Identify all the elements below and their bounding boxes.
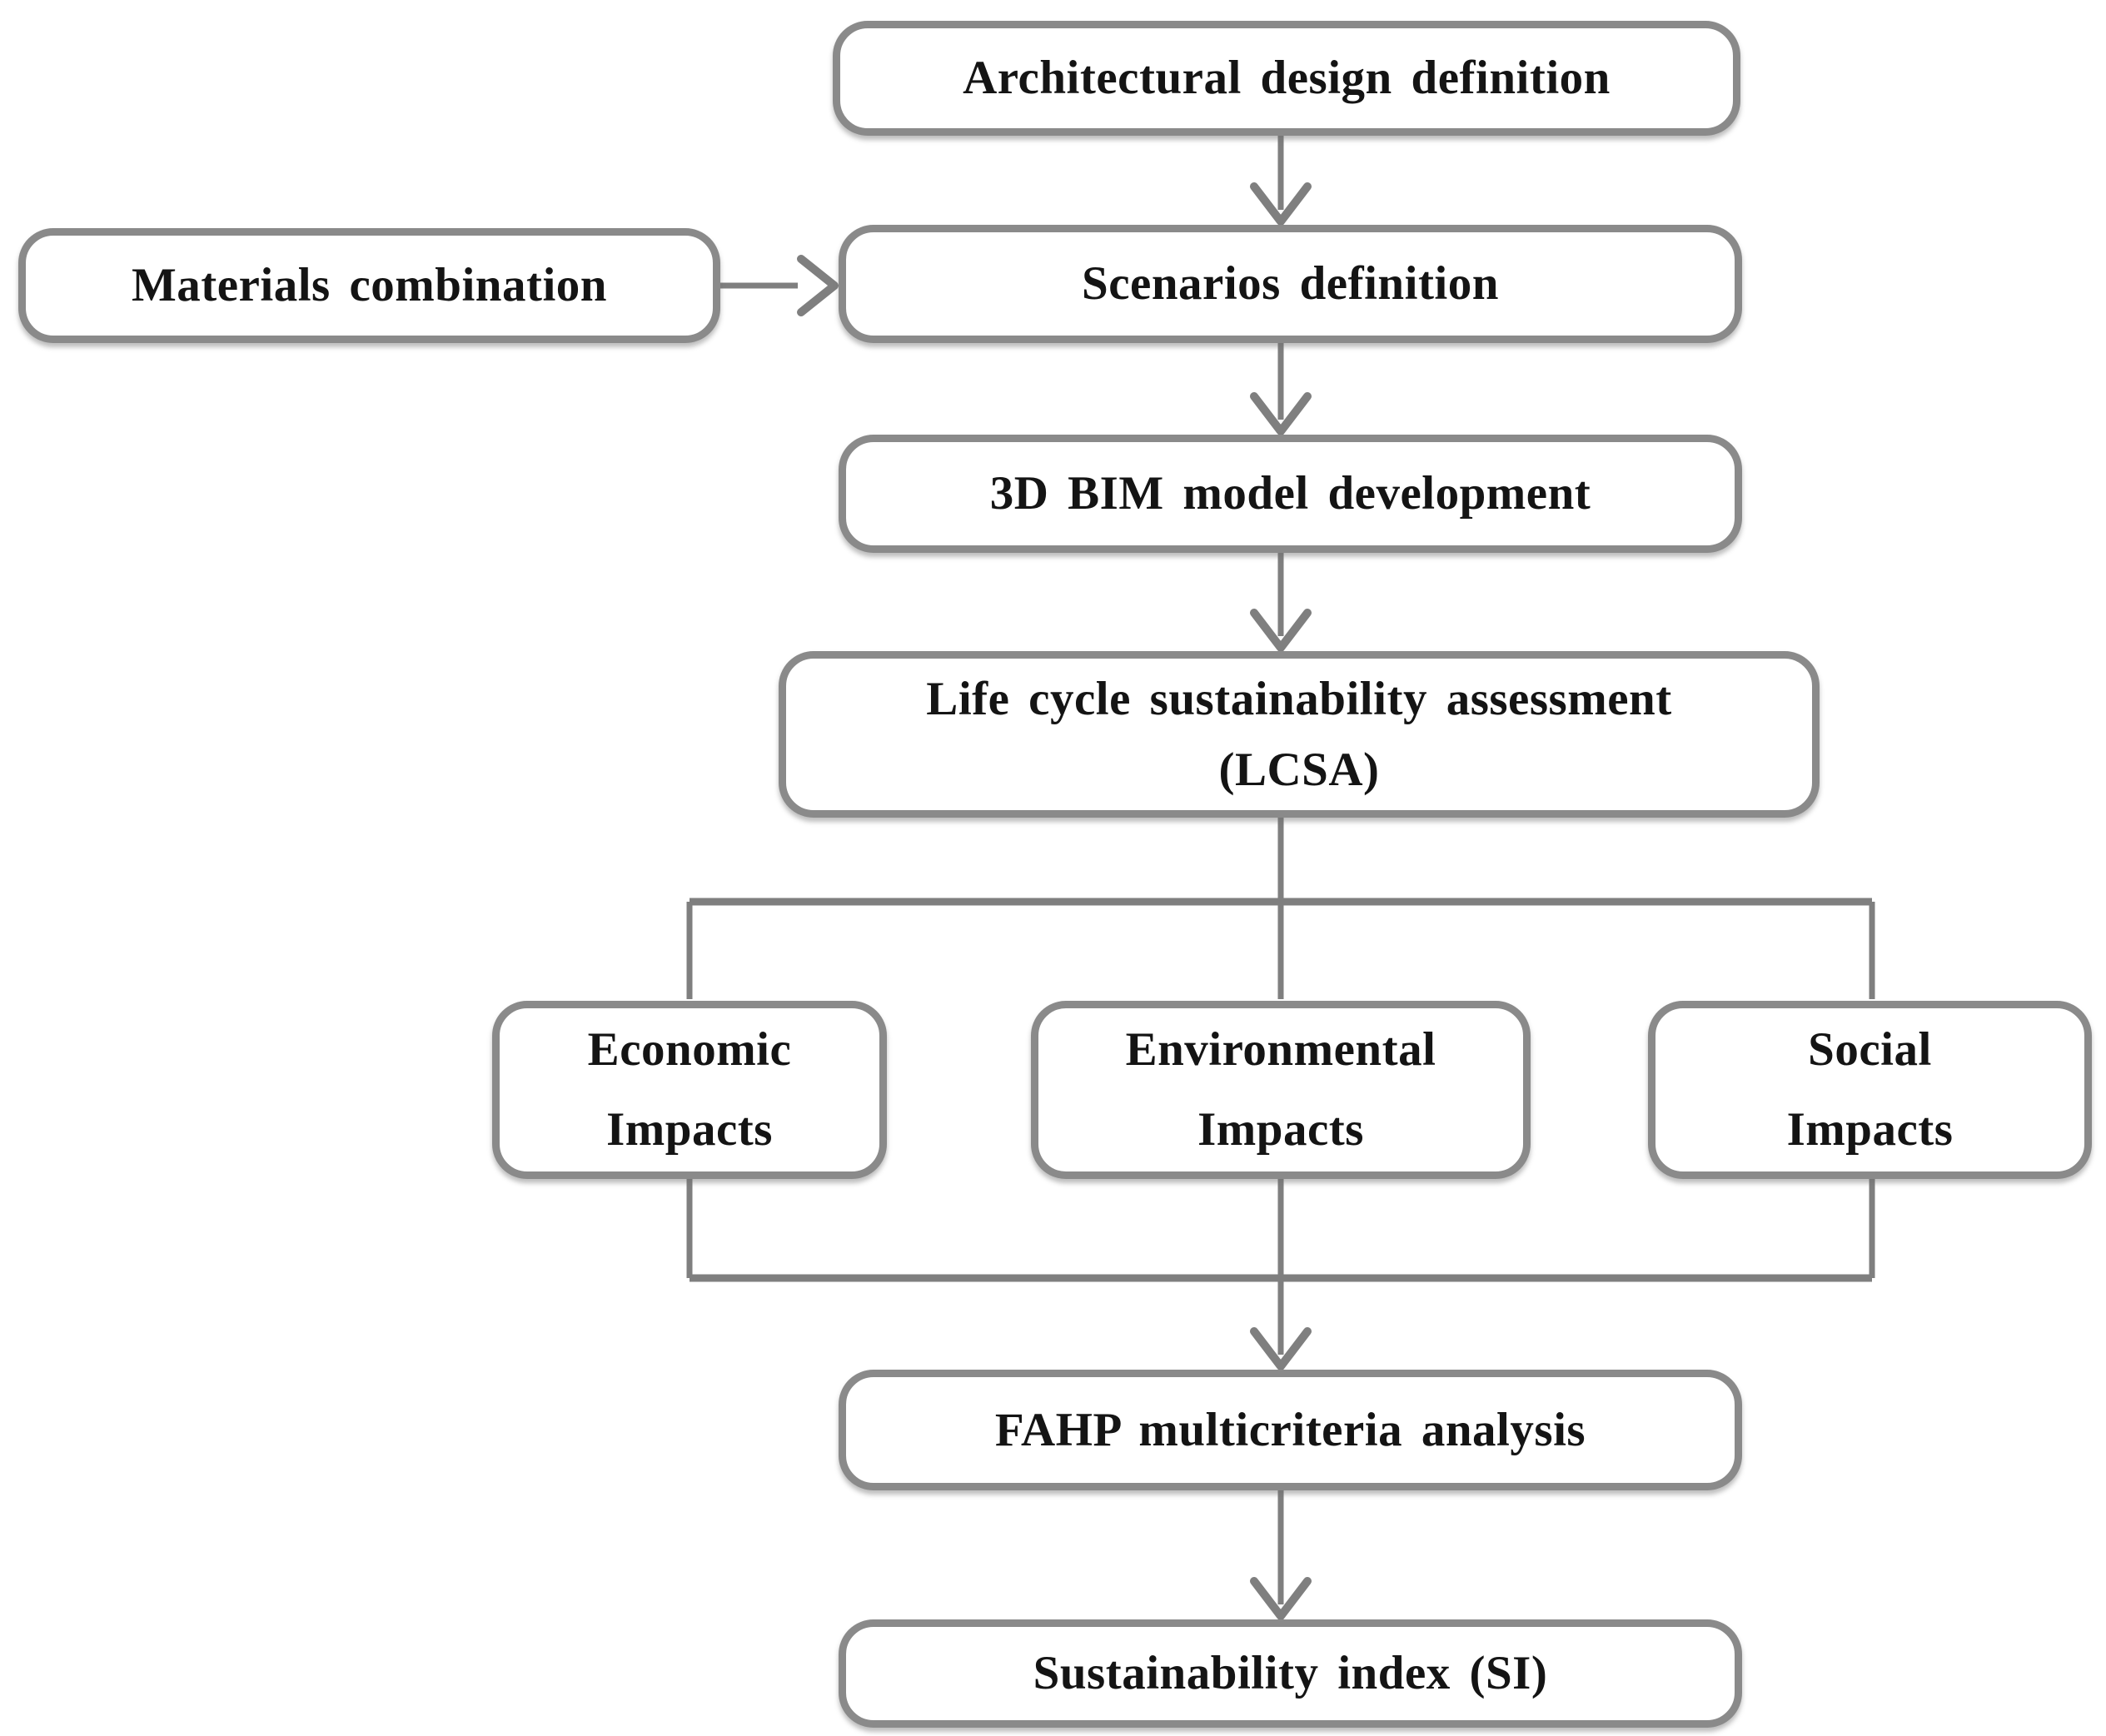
node-3d-bim-model-development: 3D BIM model development	[839, 435, 1742, 553]
node-fahp-multicriteria-analysis: FAHP multicriteria analysis	[839, 1370, 1742, 1490]
node-label-line1: Social	[1808, 1023, 1932, 1077]
node-label-line1: Economic	[587, 1023, 792, 1077]
node-label: Architectural design definition	[963, 52, 1611, 105]
arrowhead-fahp-to-si	[1250, 1577, 1312, 1620]
node-label-line2: Impacts	[606, 1103, 773, 1156]
node-label-line2: Impacts	[1786, 1103, 1954, 1156]
node-label: Materials combination	[131, 259, 608, 312]
arrowhead-bim-to-lcsa	[1250, 609, 1312, 652]
node-label: FAHP multicriteria analysis	[994, 1403, 1586, 1456]
node-label: Scenarios definition	[1082, 257, 1499, 311]
node-scenarios-definition: Scenarios definition	[839, 225, 1742, 343]
node-sustainability-index: Sustainability index (SI)	[839, 1619, 1742, 1728]
node-label: 3D BIM model development	[989, 467, 1591, 520]
node-life-cycle-sustainability-assessment: Life cycle sustainability assessment (LC…	[779, 651, 1820, 818]
node-label-line1: Life cycle sustainability assessment	[926, 672, 1672, 725]
node-label-line1: Environmental	[1125, 1023, 1436, 1077]
node-label-line2: (LCSA)	[1218, 744, 1380, 796]
node-label-line2: Impacts	[1197, 1103, 1364, 1156]
node-materials-combination: Materials combination	[18, 228, 720, 343]
node-environmental-impacts: Environmental Impacts	[1031, 1001, 1531, 1179]
node-economic-impacts: Economic Impacts	[492, 1001, 887, 1179]
arrowhead-materials-to-scenarios	[797, 255, 839, 316]
arrowhead-arch-to-scenarios	[1250, 182, 1312, 226]
arrowhead-scenarios-to-bim	[1250, 392, 1312, 435]
node-label: Sustainability index (SI)	[1033, 1647, 1548, 1700]
arrowhead-collector-to-fahp	[1250, 1327, 1312, 1370]
node-social-impacts: Social Impacts	[1648, 1001, 2092, 1179]
node-architectural-design-definition: Architectural design definition	[833, 21, 1740, 136]
